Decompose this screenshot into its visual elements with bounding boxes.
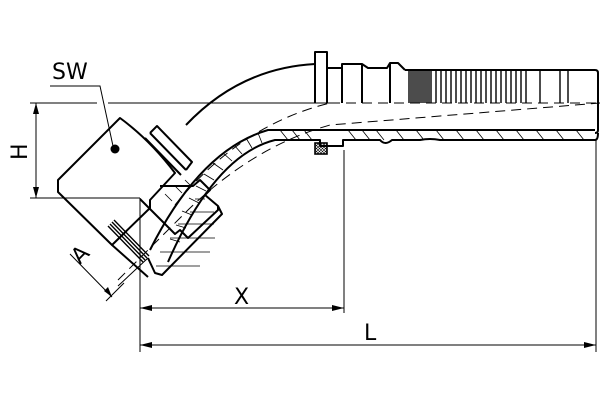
dimensions	[30, 85, 597, 352]
label-x: X	[234, 285, 249, 310]
hose-tail-outline	[185, 51, 599, 134]
label-sw: SW	[52, 60, 88, 85]
swivel-nut	[57, 117, 223, 278]
sectioned-wall	[149, 129, 599, 263]
label-l: L	[364, 321, 377, 346]
o-ring	[314, 142, 328, 155]
sw-dot	[110, 144, 120, 154]
label-a: A	[67, 241, 95, 269]
serrations	[408, 70, 569, 103]
label-h: H	[8, 143, 33, 160]
